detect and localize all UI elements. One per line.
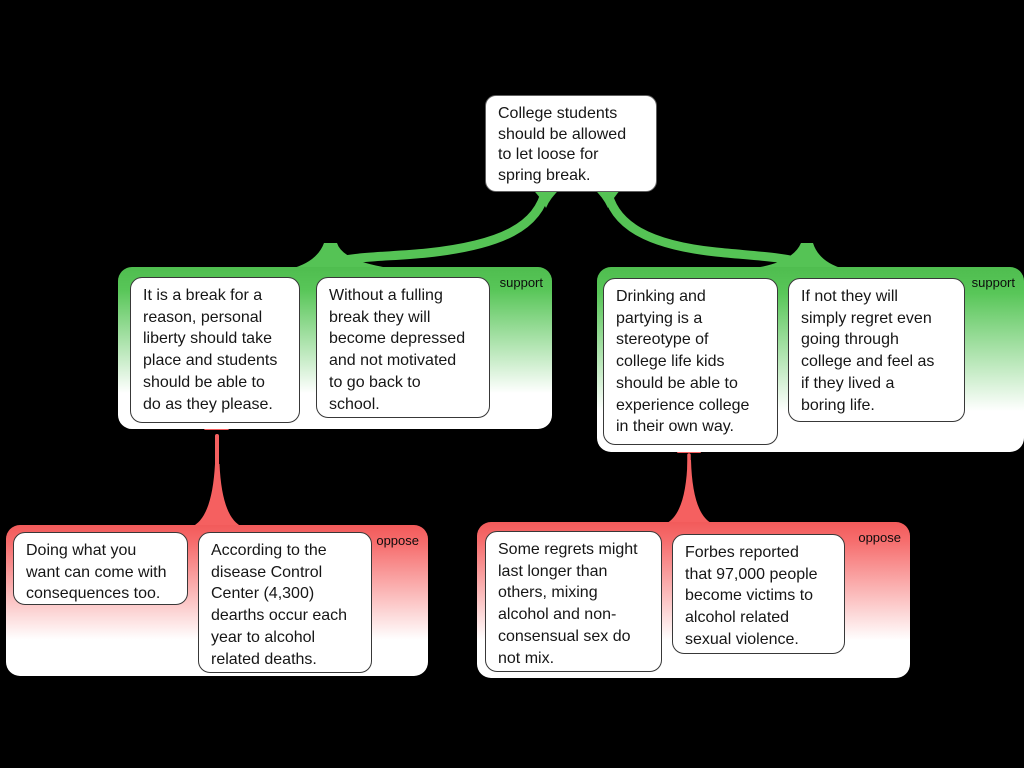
oppose-left-connector [191, 426, 243, 527]
claim-card[interactable]: According to the disease Control Center … [198, 532, 372, 673]
claim-card[interactable]: If not they will simply regret even goin… [788, 278, 965, 422]
group-type-badge: oppose [376, 533, 419, 548]
claim-card[interactable]: Without a fulling break they will become… [316, 277, 490, 418]
oppose-right-connector [665, 450, 713, 524]
group-oppose-right[interactable]: oppose Some regrets might last longer th… [477, 522, 910, 678]
group-type-badge: support [499, 275, 543, 290]
group-type-badge: support [971, 275, 1015, 290]
group-oppose-left[interactable]: oppose Doing what you want can come with… [6, 525, 428, 676]
claim-card[interactable]: Forbes reported that 97,000 people becom… [672, 534, 845, 654]
support-left-connector [290, 184, 561, 269]
support-right-connector [593, 184, 844, 269]
claim-card[interactable]: Some regrets might last longer than othe… [485, 531, 662, 672]
group-support-right[interactable]: support Drinking and partying is a stere… [597, 267, 1024, 452]
claim-card[interactable]: Drinking and partying is a stereotype of… [603, 278, 778, 445]
group-support-left[interactable]: support It is a break for a reason, pers… [118, 267, 552, 429]
claim-card[interactable]: It is a break for a reason, personal lib… [130, 277, 300, 423]
claim-card[interactable]: Doing what you want can come with conseq… [13, 532, 188, 605]
root-claim-node[interactable]: College students should be allowed to le… [485, 95, 657, 192]
group-type-badge: oppose [858, 530, 901, 545]
